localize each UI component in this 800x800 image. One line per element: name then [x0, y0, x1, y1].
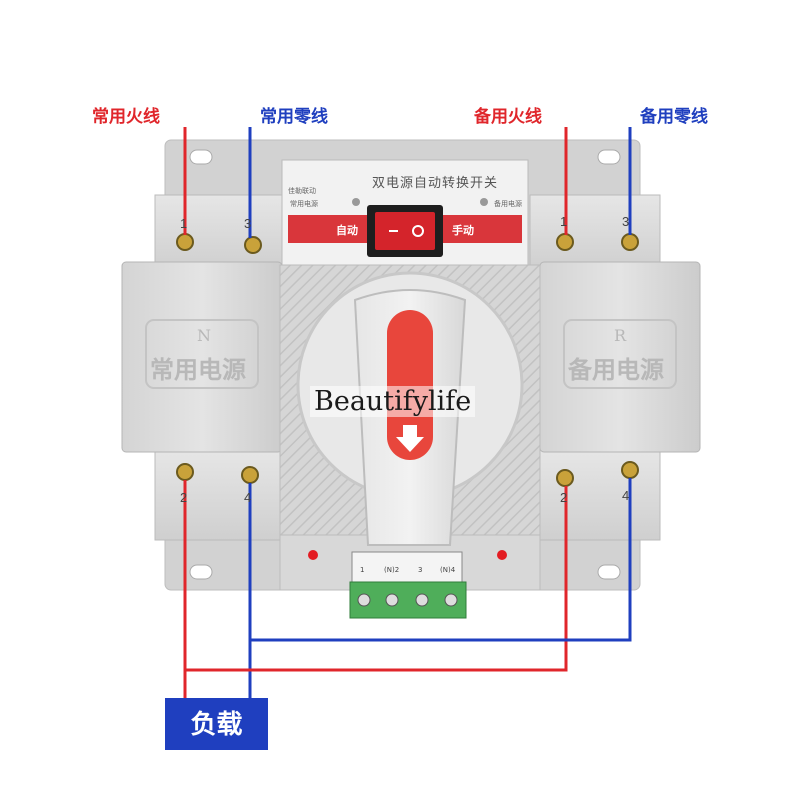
device-title: 双电源自动转换开关	[372, 176, 499, 191]
mount-hole	[597, 564, 621, 580]
handle-accent-stripe	[387, 310, 433, 460]
terminal-number: 2	[560, 490, 568, 505]
mini-terminal-label: 3	[418, 566, 423, 574]
wiring	[183, 127, 632, 698]
backup-power-led	[480, 198, 488, 206]
backup-neutral-label: 备用零线	[640, 107, 708, 127]
normal-live-label: 常用火线	[92, 107, 160, 127]
normal-power-indicator-label: 常用电源	[290, 200, 318, 208]
mount-hole	[189, 564, 213, 580]
normal-neutral-label: 常用零线	[260, 107, 328, 127]
terminal-number: 1	[180, 216, 188, 231]
mount-hole	[189, 149, 213, 165]
mount-hole	[597, 149, 621, 165]
mini-terminal-label: (N)4	[440, 566, 456, 574]
mini-terminal-label: 1	[360, 566, 365, 574]
load-box	[165, 698, 268, 750]
watermark-text: Beautifylife	[310, 386, 476, 417]
right-panel-letter: R	[614, 326, 627, 345]
right-panel-text: 备用电源	[568, 355, 664, 384]
terminal-number: 3	[244, 216, 252, 231]
left-panel-text: 常用电源	[150, 355, 246, 384]
normal-power-led	[352, 198, 360, 206]
arrow-down-icon	[396, 425, 424, 452]
rocker-switch[interactable]	[375, 212, 435, 250]
brand-name: 佳勒联动	[288, 187, 316, 195]
terminal-number: 4	[622, 488, 630, 503]
left-indicator-led	[308, 550, 318, 560]
backup-power-indicator-label: 备用电源	[494, 200, 522, 208]
terminal-number: 1	[560, 214, 568, 229]
manual-mode-label: 手动	[452, 224, 474, 237]
auto-mode-label: 自动	[336, 224, 358, 237]
terminal-number: 2	[180, 490, 188, 505]
mini-terminal-label: (N)2	[384, 566, 400, 574]
backup-live-label: 备用火线	[474, 107, 542, 127]
right-indicator-led	[497, 550, 507, 560]
terminal-number: 3	[622, 214, 630, 229]
left-panel-letter: N	[197, 326, 211, 345]
terminal-number: 4	[244, 490, 252, 505]
load-label: 负载	[190, 710, 243, 740]
